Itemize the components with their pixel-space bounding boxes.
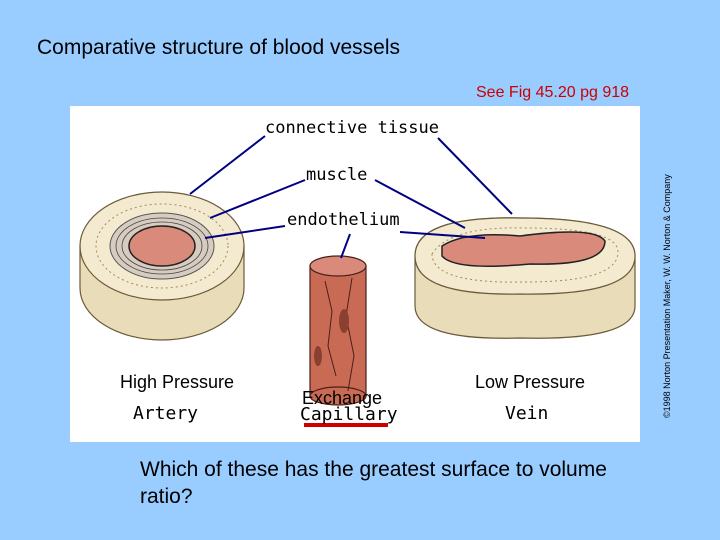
artery-name-label: Artery <box>133 403 199 424</box>
muscle-vein-line <box>374 179 466 229</box>
muscle-artery-line <box>209 179 306 219</box>
vessel-illustration <box>79 135 636 427</box>
capillary-cell-border <box>345 277 355 392</box>
question-text: Which of these has the greatest surface … <box>140 458 607 508</box>
vein-connective-texture <box>431 227 619 283</box>
capillary-pressure-label: Exchange <box>302 388 383 408</box>
capillary-nucleus <box>314 346 322 366</box>
vein-name-label: Vein <box>505 403 549 424</box>
capillary-cell-border <box>324 280 337 377</box>
artery-muscle-ring <box>115 217 209 275</box>
endothelium-vein-line <box>399 231 486 239</box>
connective-tissue-vein-line <box>437 137 513 215</box>
capillary-name-label: Capillary <box>300 404 398 425</box>
diagram-panel: connective tissue muscle endothelium Hig… <box>70 106 640 442</box>
copyright-credit: ©1998 Norton Presentation Maker, W. W. N… <box>662 174 672 418</box>
capillary-bottom <box>309 386 367 406</box>
artery-illustration <box>79 191 245 341</box>
capillary-nucleus <box>339 309 349 333</box>
slide-title: Comparative structure of blood vessels <box>37 36 400 59</box>
label-leader-lines <box>189 135 513 259</box>
artery-muscle-ring <box>121 221 203 271</box>
label-connective-tissue: connective tissue <box>265 118 439 138</box>
artery-pressure-label: High Pressure <box>120 372 235 392</box>
label-endothelium: endothelium <box>287 210 400 230</box>
vein-lumen <box>441 231 606 267</box>
figure-reference: See Fig 45.20 pg 918 <box>476 84 630 101</box>
artery-lumen <box>128 225 196 267</box>
endothelium-artery-line <box>204 225 286 239</box>
artery-connective-texture <box>95 203 229 289</box>
vein-pressure-label: Low Pressure <box>475 372 586 392</box>
capillary-opening <box>309 255 367 277</box>
endothelium-capillary-line <box>340 233 351 259</box>
capillary-illustration <box>309 255 367 406</box>
capillary-tube <box>309 265 367 397</box>
connective-tissue-artery-line <box>189 135 266 195</box>
label-muscle: muscle <box>306 165 368 185</box>
